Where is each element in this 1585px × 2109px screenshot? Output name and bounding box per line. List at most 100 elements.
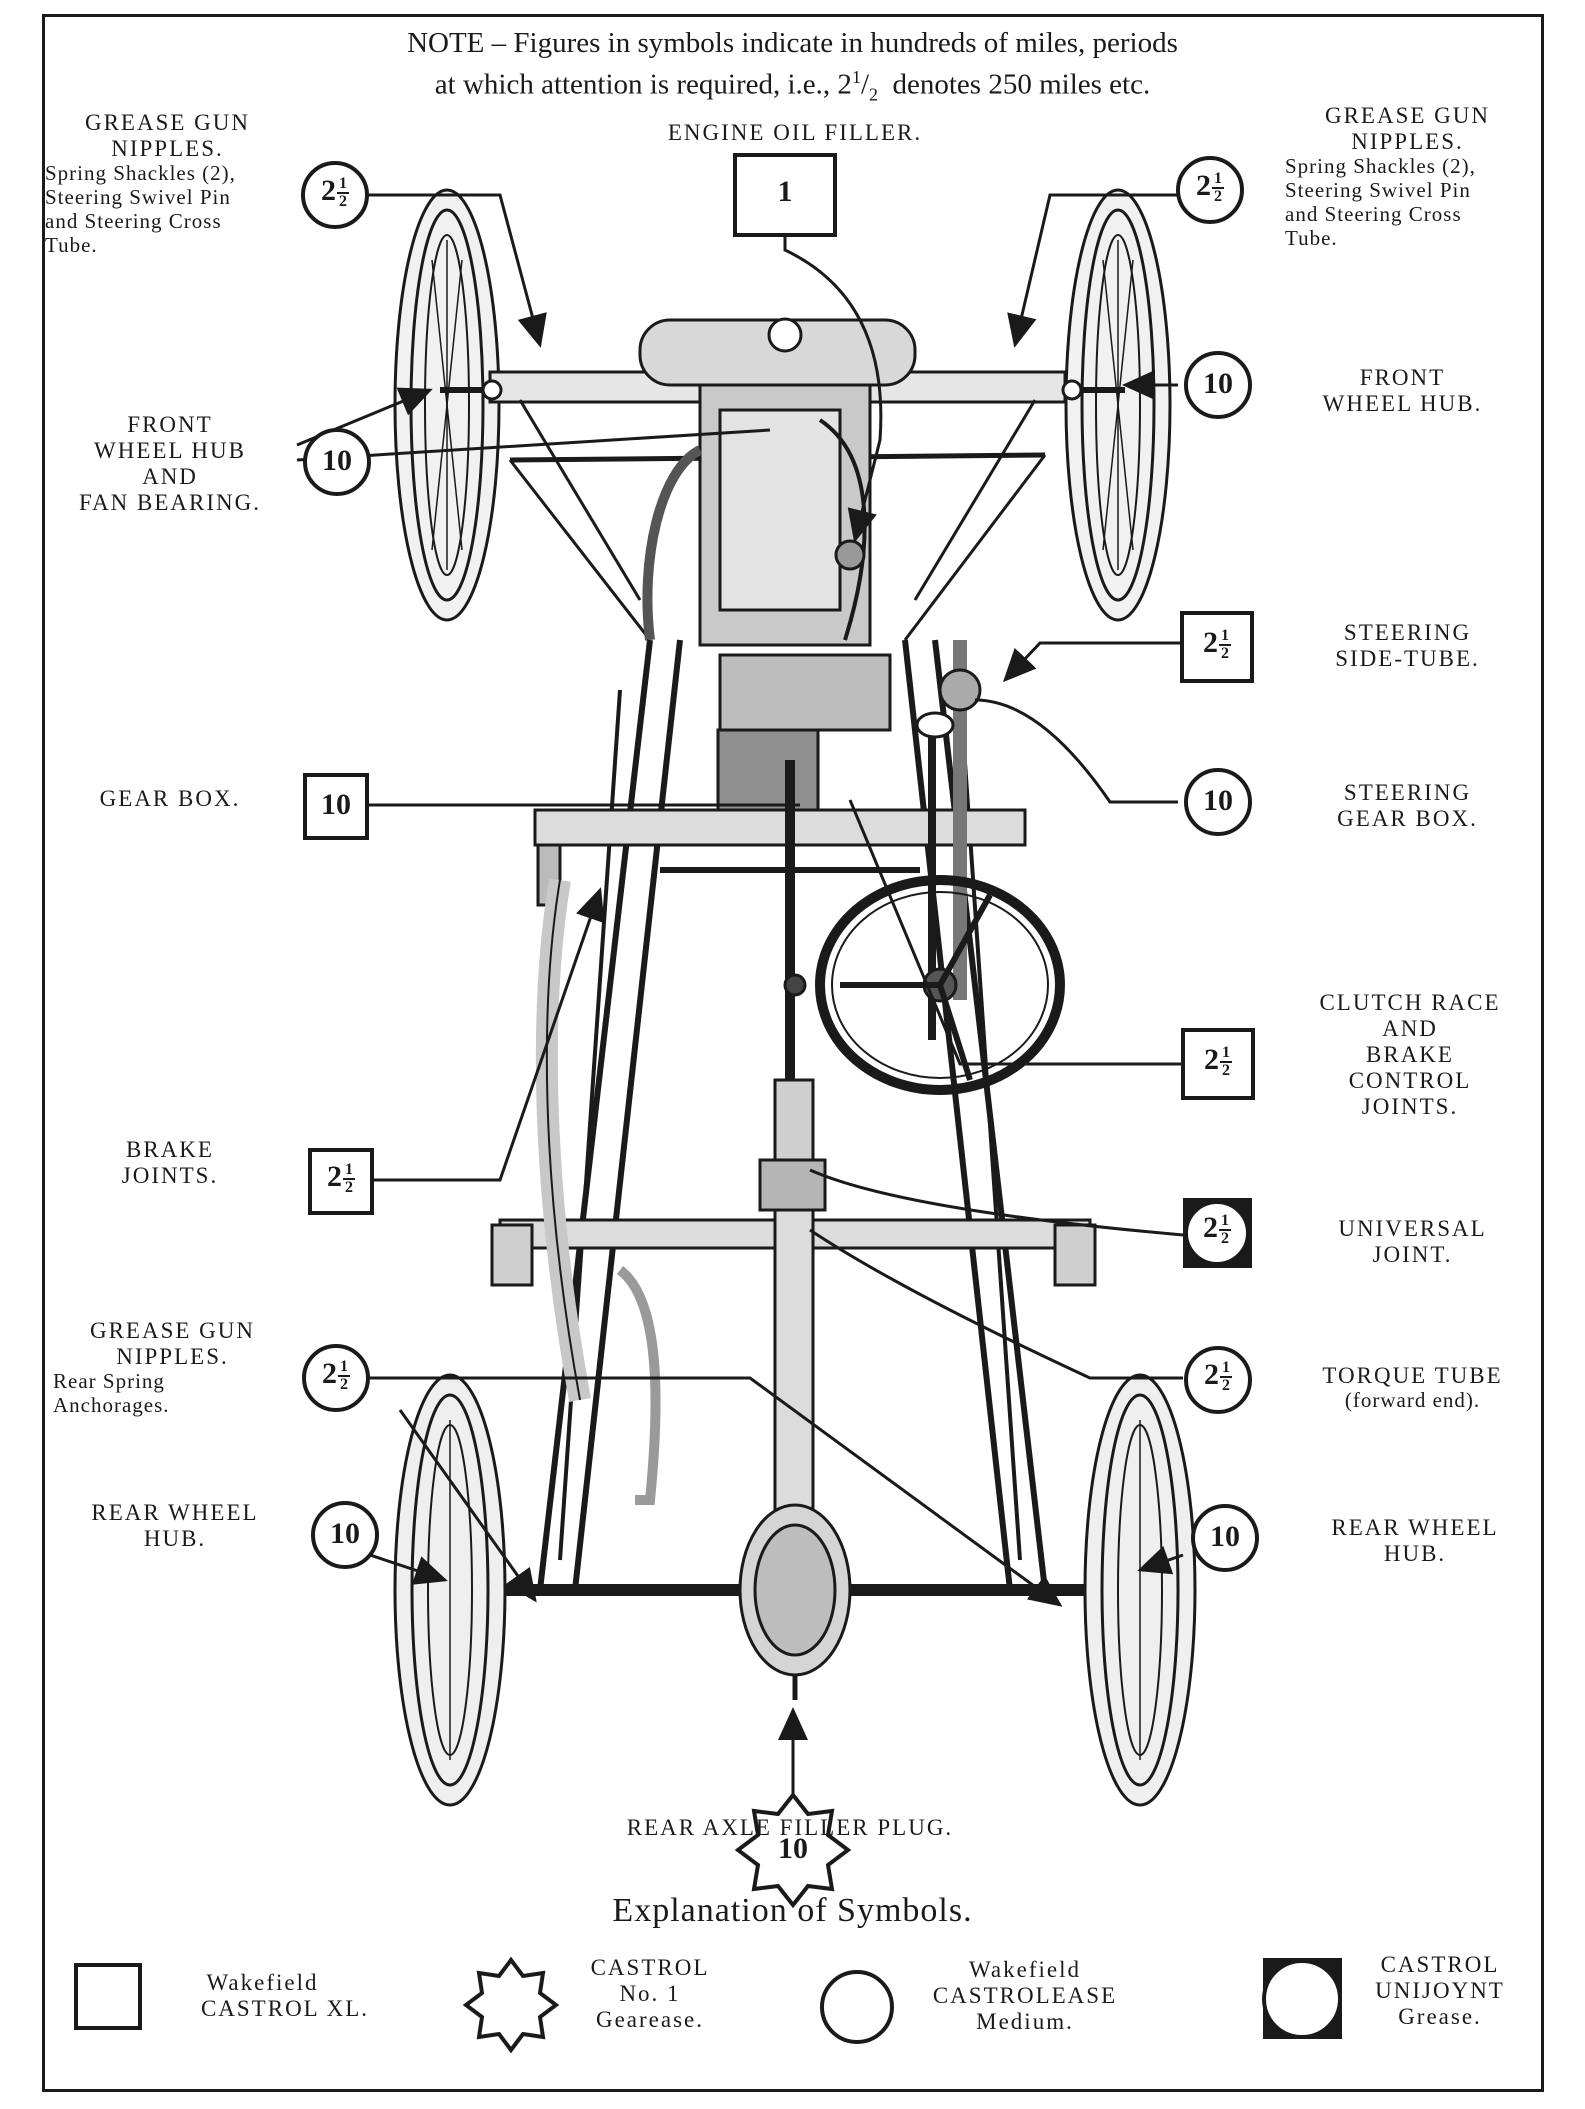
diagram-border — [42, 14, 1544, 2092]
symbol-rear-spring-num: 1 — [338, 1358, 350, 1378]
legend-circle-icon — [820, 1970, 894, 2044]
label-grease-right-title-1: GREASE GUN — [1324, 103, 1491, 128]
symbol-universal-circle — [1184, 1200, 1250, 1266]
symbol-torque-den: 2 — [1222, 1377, 1230, 1395]
label-clutch-2: AND — [1382, 1016, 1438, 1041]
leader-torque — [809, 1228, 1183, 1380]
symbol-grease-right-whole: 2 — [1196, 169, 1211, 202]
symbol-rear-hub-right-circle — [1191, 1504, 1259, 1572]
label-steering-side-1: STEERING — [1343, 620, 1472, 645]
label-front-hub-right-2: WHEEL HUB. — [1322, 391, 1483, 416]
chassis-frame — [537, 639, 1048, 1591]
label-front-hub-right-1: FRONT — [1359, 365, 1446, 390]
label-front-hub-fan-3: AND — [142, 464, 198, 489]
label-steering-side-2: SIDE-TUBE. — [1335, 646, 1480, 671]
label-grease-right-body-3: and Steering Cross — [1285, 202, 1462, 226]
symbol-universal-num: 1 — [1219, 1212, 1231, 1232]
label-grease-left-body-2: Steering Swivel Pin — [45, 185, 231, 209]
label-grease-left-title-1: GREASE GUN — [84, 110, 251, 135]
leader-grease-left — [367, 193, 547, 348]
note-sub: 2 — [869, 84, 878, 105]
symbol-rear-spring-whole: 2 — [322, 1357, 337, 1390]
label-grease-rear-body-2: Anchorages. — [53, 1393, 170, 1417]
label-clutch-4: CONTROL — [1348, 1068, 1472, 1093]
leader-clutch — [848, 799, 1183, 1066]
symbol-grease-right-circle — [1176, 156, 1244, 224]
symbol-rear-spring-den: 2 — [340, 1376, 348, 1394]
label-grease-right-body-2: Steering Swivel Pin — [1285, 178, 1471, 202]
symbol-brake-num: 1 — [343, 1161, 355, 1181]
legend-item2-line2: No. 1 — [619, 1981, 681, 2006]
symbol-clutch-num: 1 — [1220, 1044, 1232, 1064]
label-clutch-3: BRAKE — [1366, 1042, 1454, 1067]
symbol-brake-den: 2 — [345, 1179, 353, 1197]
symbol-front-hub-left-circle — [303, 428, 371, 496]
label-grease-rear-title-2: NIPPLES. — [116, 1344, 229, 1369]
symbol-rear-hub-left-value: 10 — [330, 1517, 360, 1550]
symbol-engine-oil-value: 1 — [777, 175, 793, 208]
legend-item2-line1: CASTROL — [590, 1955, 710, 1980]
symbol-steering-side-den: 2 — [1221, 645, 1229, 663]
label-engine-oil-filler: ENGINE OIL FILLER. — [667, 120, 923, 145]
label-universal-1: UNIVERSAL — [1338, 1216, 1487, 1241]
label-front-hub-fan-2: WHEEL HUB — [94, 438, 246, 463]
label-steering-gear-1: STEERING — [1343, 780, 1472, 805]
legend-item2-line3: Gearease. — [595, 2007, 704, 2032]
label-grease-rear-body-1: Rear Spring — [53, 1369, 165, 1393]
label-grease-right-body-1: Spring Shackles (2), — [1285, 154, 1476, 178]
symbol-torque-whole: 2 — [1204, 1358, 1219, 1391]
leader-steering-gear — [974, 698, 1178, 804]
symbol-rear-spring-circle — [302, 1344, 370, 1412]
symbol-clutch-square — [1181, 1028, 1255, 1100]
label-grease-rear-title-1: GREASE GUN — [89, 1318, 256, 1343]
legend-square-icon — [74, 1963, 142, 2030]
label-front-hub-fan-4: FAN BEARING. — [78, 490, 262, 515]
symbol-shapes — [301, 153, 1259, 1909]
symbol-torque-num: 1 — [1220, 1359, 1232, 1379]
rear-left-wheel — [393, 1373, 507, 1807]
symbol-front-hub-right-value: 10 — [1203, 367, 1233, 400]
symbol-brake-whole: 2 — [327, 1160, 342, 1193]
label-front-hub-fan-1: FRONT — [127, 412, 213, 437]
leader-rear-hub-left — [369, 1553, 448, 1585]
label-rear-hub-left-1: REAR WHEEL — [91, 1500, 259, 1525]
symbol-grease-right-den: 2 — [1214, 188, 1222, 206]
label-grease-right-title-2: NIPPLES. — [1351, 129, 1464, 154]
label-universal-2: JOINT. — [1372, 1242, 1453, 1267]
symbol-grease-left-num: 1 — [337, 175, 349, 195]
leader-front-hub-left-b — [296, 428, 771, 462]
symbol-engine-oil-square — [733, 153, 837, 237]
leader-rear-spring-b — [398, 1409, 537, 1603]
leader-universal — [809, 1168, 1184, 1237]
torque-tube — [758, 760, 827, 1522]
leader-grease-right — [1007, 193, 1177, 348]
legend-item3-line2: CASTROLEASE — [932, 1983, 1118, 2008]
symbol-steering-gear-value: 10 — [1203, 784, 1233, 817]
front-right-wheel — [1064, 188, 1172, 622]
note-sup: 1 — [851, 67, 861, 87]
label-grease-left-title-2: NIPPLES. — [111, 136, 224, 161]
symbol-front-hub-left-value: 10 — [322, 444, 352, 477]
label-grease-left-body-3: and Steering Cross — [45, 209, 222, 233]
legend-square-circle-icon — [1262, 1959, 1342, 2039]
rear-axle — [420, 1503, 1160, 1700]
label-grease-left-body-4: Tube. — [45, 233, 98, 257]
symbol-steering-gear-circle — [1184, 768, 1252, 836]
leader-steering-side — [1002, 641, 1180, 683]
leader-lines — [296, 193, 1184, 1798]
legend-item3-line3: Medium. — [976, 2009, 1074, 2034]
label-rear-axle-filler: REAR AXLE FILLER PLUG. — [626, 1815, 954, 1840]
symbol-torque-circle — [1184, 1346, 1252, 1414]
label-rear-hub-right-2: HUB. — [1383, 1541, 1447, 1566]
note-line-2: at which attention is required, i.e., 21… — [434, 67, 1151, 105]
label-torque-2: (forward end). — [1344, 1388, 1481, 1412]
label-rear-hub-right-1: REAR WHEEL — [1331, 1515, 1499, 1540]
label-grease-right-body-4: Tube. — [1285, 226, 1338, 250]
symbol-steering-side-num: 1 — [1219, 627, 1231, 647]
